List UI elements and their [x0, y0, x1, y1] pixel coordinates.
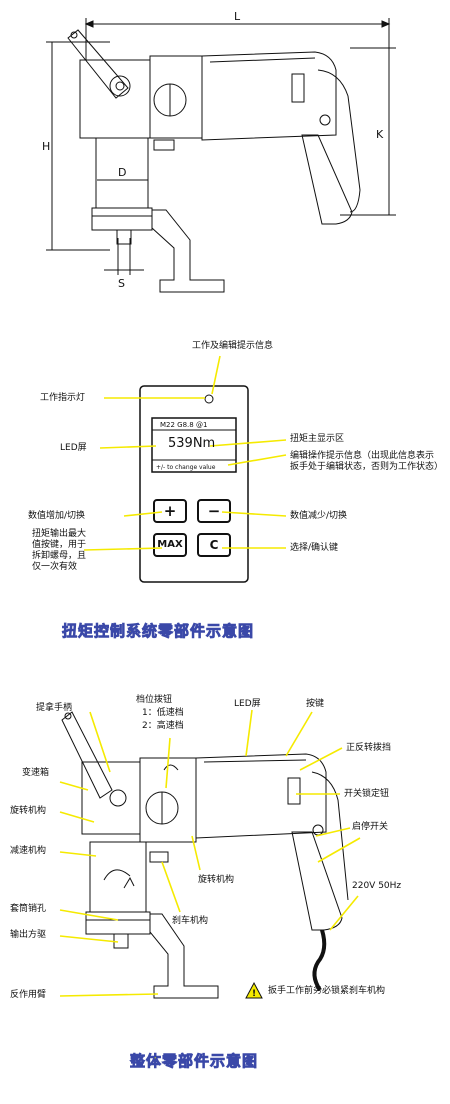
label-led: LED屏 [234, 699, 261, 709]
plus-button[interactable] [153, 499, 187, 523]
label-start-switch: 启停开关 [352, 822, 389, 832]
dim-S-label: S [118, 277, 125, 290]
label-top-info: 工作及编辑提示信息 [192, 341, 274, 351]
lcd-line3: +/- to change value [156, 464, 216, 471]
control-panel-drawing [83, 355, 287, 583]
label-rotate-1: 旋转机构 [10, 806, 47, 816]
max-button-label: MAX [157, 539, 183, 550]
label-led-screen: LED屏 [60, 443, 87, 453]
dim-H-label: H [42, 140, 50, 153]
label-max-note: 扭矩输出最大值按键，用于拆卸螺母，且仅一次有效 [32, 529, 87, 572]
overall-parts-title: 整体零部件示意图 [130, 1052, 259, 1071]
label-sleeve-pin: 套筒销孔 [10, 904, 47, 914]
label-brake: 刹车机构 [172, 916, 209, 926]
dimension-drawing: L H K D S [42, 10, 396, 293]
minus-button[interactable] [197, 499, 231, 523]
work-indicator-light [204, 394, 214, 404]
label-reaction-arm: 反作用臂 [10, 990, 47, 1000]
label-gear-high: 2：高速档 [142, 721, 184, 731]
label-gear-low: 1：低速档 [142, 708, 184, 718]
label-warning: 扳手工作前务必锁紧刹车机构 [268, 986, 386, 996]
label-main-display: 扭矩主显示区 [290, 434, 345, 444]
label-gear-knob: 档位拨钮 [136, 695, 173, 705]
label-edit-info: 编辑操作提示信息（出现此信息表示扳手处于编辑状态，否则为工作状态） [290, 451, 444, 472]
lcd-line1: M22 G8.8 @1 [160, 421, 208, 429]
label-output-square: 输出方驱 [10, 930, 47, 940]
c-button-label: C [209, 538, 219, 552]
plus-button-label: + [163, 502, 177, 520]
svg-text:!: ! [252, 989, 256, 999]
dim-L-label: L [234, 10, 241, 23]
label-direction: 正反转拨挡 [346, 743, 392, 753]
label-rotate-2: 旋转机构 [198, 875, 235, 885]
label-keys: 按键 [306, 699, 325, 709]
label-reducer: 减速机构 [10, 846, 47, 856]
control-system-title: 扭矩控制系统零部件示意图 [62, 622, 255, 641]
label-gearbox: 变速箱 [22, 768, 50, 778]
dim-K-label: K [376, 128, 384, 141]
minus-button-label: − [207, 502, 221, 520]
label-power: 220V 50Hz [352, 881, 402, 891]
c-button[interactable] [197, 533, 231, 557]
dim-D-label: D [118, 166, 126, 179]
label-decrease: 数值减少/切换 [290, 511, 348, 521]
label-select: 选择/确认键 [290, 543, 339, 553]
label-work-light: 工作指示灯 [40, 393, 86, 403]
label-handle: 提拿手柄 [36, 703, 73, 713]
label-lock-button: 开关锁定钮 [344, 789, 390, 799]
max-button[interactable] [153, 533, 187, 557]
warning-icon [245, 981, 263, 999]
label-increase: 数值增加/切换 [28, 511, 86, 521]
lcd-value: 539Nm [168, 436, 216, 451]
